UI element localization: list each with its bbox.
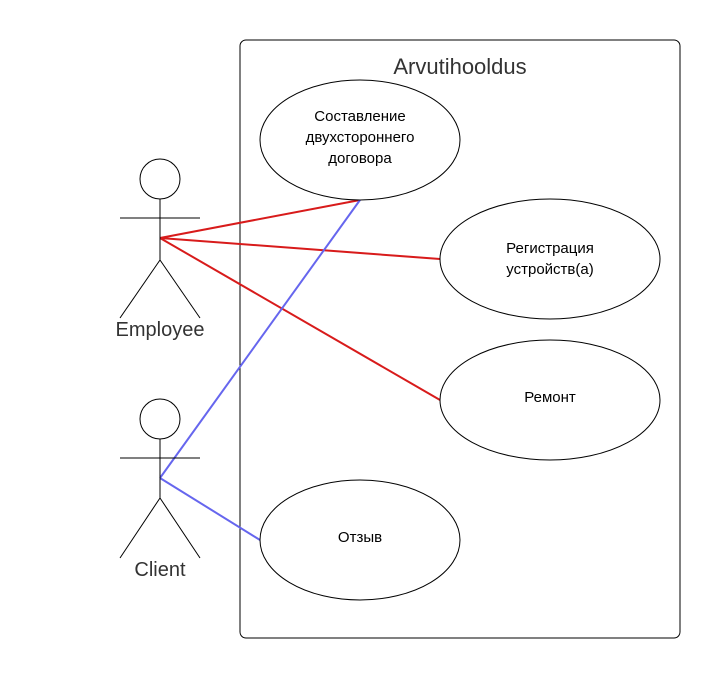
use-case-label: Составление	[314, 108, 405, 125]
use-case-label: Регистрация	[506, 240, 594, 257]
use-case-registration[interactable]: Регистрация устройств(а)	[439, 198, 661, 320]
actor-label: Client	[134, 559, 186, 581]
association-client-feedback	[159, 477, 261, 541]
use-case-label: двухстороннего	[306, 129, 415, 146]
use-case-contract[interactable]: Составление двухстороннего договора	[259, 79, 461, 201]
use-case-label: Ремонт	[524, 389, 576, 406]
use-case-ellipse[interactable]	[439, 198, 661, 320]
actor-right-leg	[159, 259, 201, 319]
actor-left-leg	[119, 259, 161, 319]
actor-label: Employee	[116, 319, 205, 341]
system-title: Arvutihooldus	[393, 54, 526, 79]
association-employee-repair	[159, 237, 441, 401]
use-case-feedback[interactable]: Отзыв	[259, 479, 461, 601]
actor-head	[139, 398, 181, 440]
use-case-repair[interactable]: Ремонт	[439, 339, 661, 461]
use-case-ellipse[interactable]	[259, 479, 461, 601]
association-lines	[159, 199, 441, 541]
use-case-label: Отзыв	[338, 529, 382, 546]
association-employee-registration	[159, 237, 441, 260]
actor-left-leg	[119, 497, 161, 559]
use-case-label: договора	[328, 150, 392, 167]
use-case-ellipse[interactable]	[259, 79, 461, 201]
actor-client[interactable]: Client	[119, 398, 201, 581]
use-case-ellipse[interactable]	[439, 339, 661, 461]
association-employee-contract	[159, 199, 361, 239]
actor-right-leg	[159, 497, 201, 559]
use-case-label: устройств(а)	[506, 261, 593, 278]
actor-head	[139, 158, 181, 200]
actor-employee[interactable]: Employee	[116, 158, 205, 341]
association-client-contract	[159, 199, 361, 479]
